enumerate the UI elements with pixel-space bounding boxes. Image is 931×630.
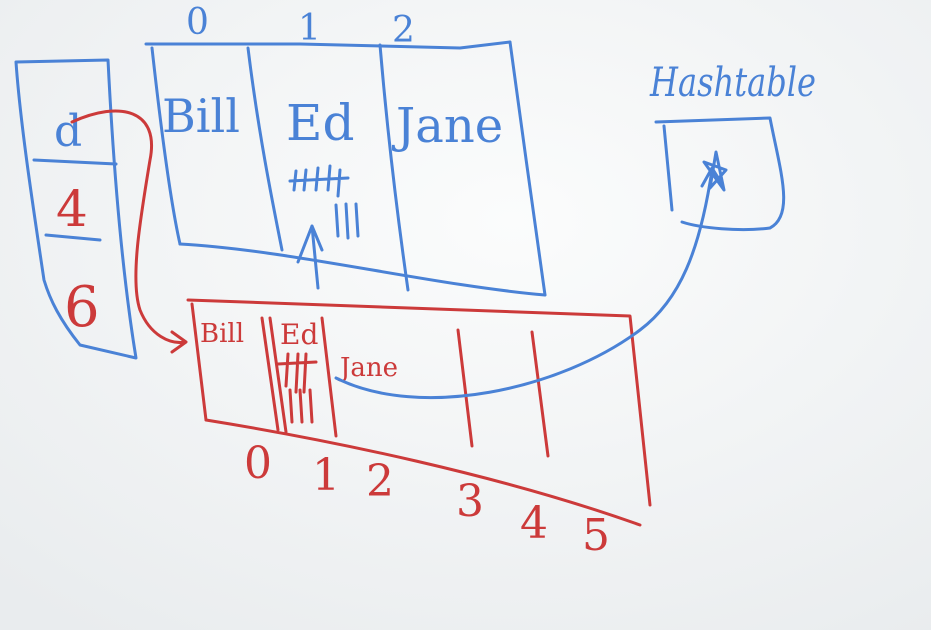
bottom-index-3: 3 (456, 476, 484, 527)
top-cell-bill: Bill (162, 89, 240, 143)
hashtable-box: Hashtable (649, 60, 816, 232)
red-pointer-arrow (70, 109, 188, 354)
left-box: d 4 6 (14, 58, 138, 360)
bottom-array: Bill Ed Jane 0 1 2 3 4 5 (186, 298, 652, 561)
bottom-index-1: 1 (312, 450, 340, 501)
left-cell-4: 4 (56, 180, 88, 238)
top-index-0: 0 (186, 2, 209, 43)
bottom-cell-bill: Bill (200, 319, 244, 349)
bottom-index-0: 0 (244, 438, 272, 489)
left-cell-6: 6 (64, 275, 100, 340)
blue-pointer-arrow (334, 166, 724, 400)
bottom-index-4: 4 (520, 498, 548, 549)
bottom-index-5: 5 (582, 510, 610, 561)
bottom-cell-ed: Ed (280, 318, 318, 351)
top-cell-ed: Ed (286, 94, 355, 152)
bottom-index-2: 2 (366, 456, 394, 507)
top-index-1: 1 (298, 8, 321, 49)
top-index-2: 2 (392, 10, 415, 51)
top-array: 0 1 2 Bill Ed Jane (144, 2, 547, 297)
hashtable-label: Hashtable (649, 60, 816, 106)
bottom-cell-jane: Jane (337, 353, 398, 383)
left-cell-d: d (54, 106, 82, 157)
top-cell-jane: Jane (391, 98, 503, 154)
